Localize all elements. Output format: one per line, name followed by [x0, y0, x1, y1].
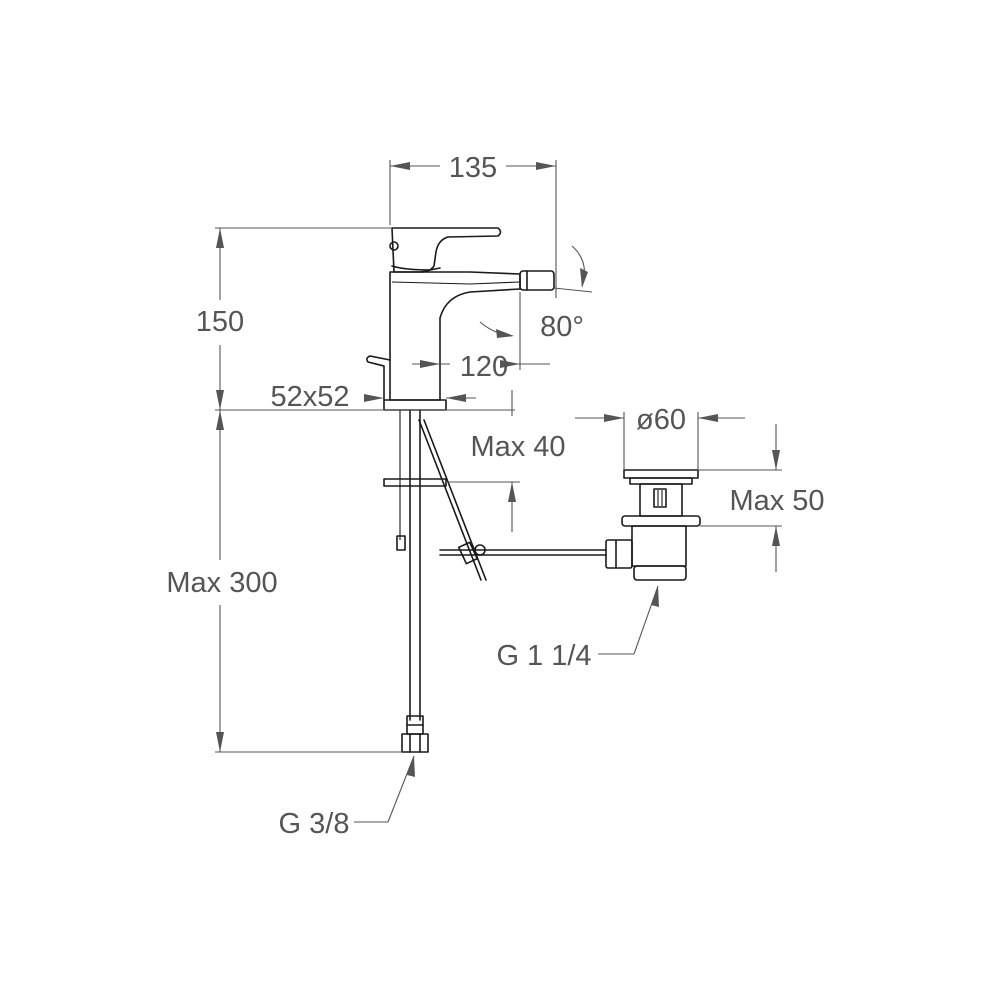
dimension-lines — [215, 160, 782, 823]
dim-max-40: Max 40 — [470, 431, 565, 463]
linkage-clamp — [457, 541, 479, 565]
dim-diameter-60: ø60 — [636, 404, 686, 436]
popup-rod-b — [418, 419, 482, 581]
handle-pivot — [389, 241, 399, 251]
waste-slot — [653, 488, 667, 508]
thread-waste-label: G 1 1/4 — [496, 640, 591, 672]
waste-lower-body — [631, 525, 687, 567]
dim-reach-120: 120 — [460, 351, 508, 383]
dim-width-135: 135 — [449, 152, 497, 184]
waste-assembly — [605, 469, 701, 581]
dim-max-50: Max 50 — [729, 485, 824, 517]
waste-tail — [633, 565, 687, 581]
dim-height-150: 150 — [196, 306, 244, 338]
fixing-rod-nut — [396, 535, 406, 551]
linkage-screw — [474, 544, 486, 556]
dim-angle-80: 80° — [540, 311, 584, 343]
spout-nozzle — [519, 270, 555, 291]
waste-side-connector — [605, 539, 633, 569]
thread-supply-label: G 3/8 — [279, 808, 350, 840]
supply-nut — [401, 733, 429, 753]
handle-base-band — [391, 265, 441, 271]
dim-base-52x52: 52x52 — [270, 381, 349, 413]
popup-lever — [366, 355, 391, 401]
faucet-handle-lever — [391, 227, 502, 273]
waste-cap — [623, 469, 699, 479]
fixing-washer — [383, 478, 447, 487]
waste-flange-nut — [621, 515, 701, 527]
waste-cap-skirt — [629, 477, 693, 485]
popup-linkage — [439, 541, 607, 565]
dimension-labels: 135 150 80° 120 52x52 Max 40 ø60 Max 50 … — [166, 152, 824, 840]
dim-max-300: Max 300 — [166, 567, 277, 599]
faucet-base — [383, 399, 447, 411]
faucet-body-contour — [391, 281, 521, 285]
